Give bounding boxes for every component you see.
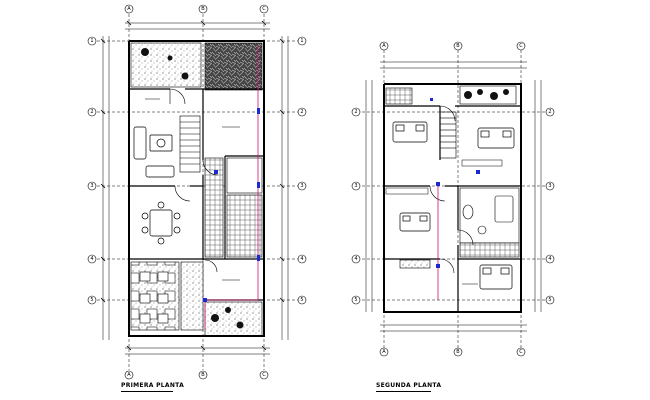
first-interior-walls <box>129 88 264 301</box>
first-floor-title: PRIMERA PLANTA <box>121 382 185 389</box>
terrace-plants <box>464 89 509 100</box>
second-row-label: 4 <box>354 256 357 262</box>
first-exterior-walls <box>128 40 265 337</box>
second-exterior-walls <box>383 83 522 313</box>
first-row-label: 2 <box>300 109 303 115</box>
second-col-label: C <box>519 43 523 49</box>
side-garden <box>180 261 204 331</box>
first-stairs <box>179 115 201 173</box>
first-row-label: 2 <box>90 109 93 115</box>
first-row-label: 3 <box>300 183 303 189</box>
second-row-label: 3 <box>354 183 357 189</box>
garden-plants <box>141 48 244 329</box>
first-col-label: B <box>201 6 205 12</box>
second-bubble-labels: A B C A B C 2 3 4 5 2 3 4 5 <box>354 43 551 355</box>
first-bubble-labels: A B C A B C 1 2 3 4 5 1 2 3 4 5 <box>90 6 303 378</box>
kitchen-floor <box>204 157 224 258</box>
second-col-label: B <box>456 349 460 355</box>
second-row-label: 4 <box>548 256 551 262</box>
first-accent-points <box>203 108 260 302</box>
first-grid-bubbles <box>87 4 307 380</box>
first-row-label: 5 <box>300 297 303 303</box>
upper-terrace-left <box>385 87 413 105</box>
first-floor-plan: A B C A B C 1 2 3 4 5 1 2 3 4 5 <box>87 4 307 380</box>
second-col-label: A <box>382 349 386 355</box>
bath-fixtures <box>462 195 514 235</box>
first-dimension-lines <box>102 22 289 355</box>
first-col-label: A <box>127 6 131 12</box>
first-row-label: 5 <box>90 297 93 303</box>
second-col-label: A <box>382 43 386 49</box>
first-doors <box>169 88 219 273</box>
dining-table <box>141 201 181 245</box>
closets <box>385 159 503 195</box>
first-col-label: B <box>201 372 205 378</box>
first-col-label: C <box>262 6 266 12</box>
first-floor-title-underline <box>121 391 173 392</box>
first-col-label: C <box>262 372 266 378</box>
first-dimension-ticks <box>100 20 285 351</box>
service-floor <box>226 194 263 258</box>
second-dimension-lines <box>365 61 542 332</box>
living-room-furniture <box>133 126 175 178</box>
stone-patio <box>204 42 263 91</box>
second-doors <box>429 105 474 274</box>
second-row-label: 5 <box>548 297 551 303</box>
planter <box>399 259 431 269</box>
first-col-label: A <box>127 372 131 378</box>
second-row-label: 2 <box>354 109 357 115</box>
second-floor-title: SEGUNDA PLANTA <box>376 382 442 389</box>
second-accent-points <box>430 98 480 268</box>
rear-patio-tiles <box>130 261 180 331</box>
room-markers <box>145 98 240 281</box>
second-grid-bubbles <box>351 41 555 357</box>
patio-chairs <box>139 271 169 324</box>
second-row-label: 5 <box>354 297 357 303</box>
upper-terrace-right <box>459 85 517 105</box>
second-col-label: C <box>519 349 523 355</box>
bed-2 <box>477 127 515 149</box>
second-floor-plan: A B C A B C 2 3 4 5 2 3 4 5 <box>351 41 555 357</box>
bathroom-tiles <box>459 242 520 258</box>
first-row-label: 1 <box>300 38 303 44</box>
first-row-label: 4 <box>300 256 303 262</box>
second-stairs <box>439 111 457 159</box>
second-row-label: 3 <box>548 183 551 189</box>
bed-3 <box>399 212 431 232</box>
bed-4 <box>479 264 513 290</box>
bed-1 <box>392 121 428 143</box>
laundry-area <box>226 157 263 194</box>
first-row-label: 1 <box>90 38 93 44</box>
first-row-label: 3 <box>90 183 93 189</box>
second-row-label: 2 <box>548 109 551 115</box>
first-row-label: 4 <box>90 256 93 262</box>
second-col-label: B <box>456 43 460 49</box>
second-floor-title-underline <box>376 391 431 392</box>
front-garden <box>130 42 202 88</box>
